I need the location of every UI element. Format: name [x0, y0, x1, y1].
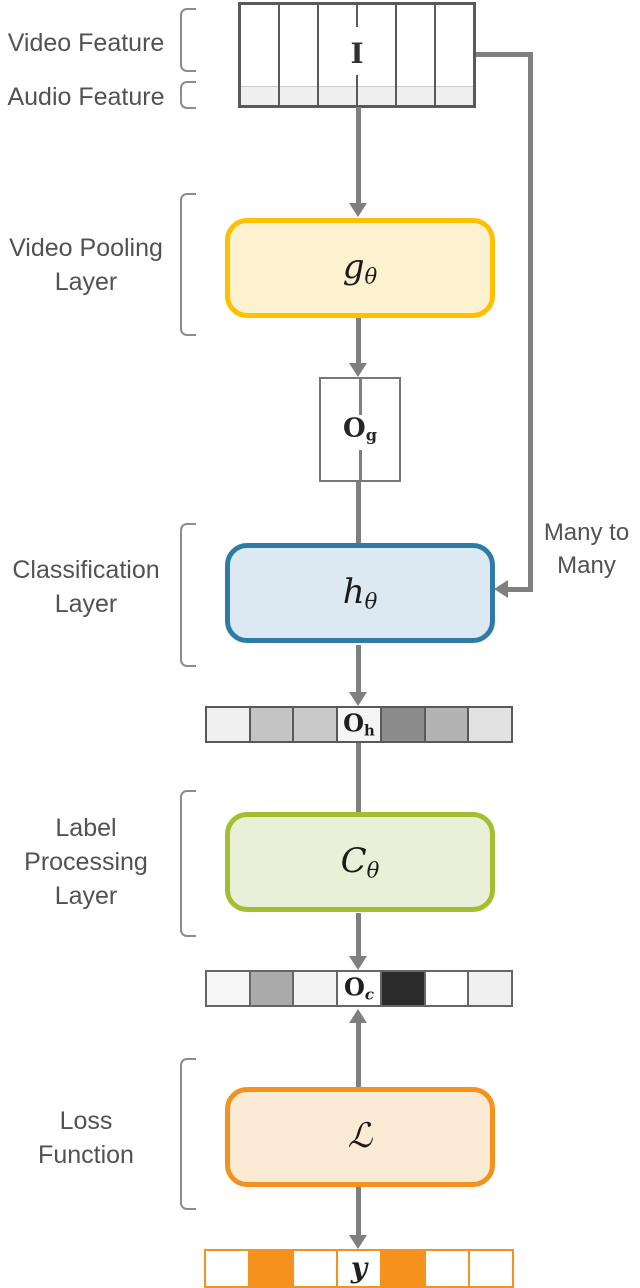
- many-to-many-label: Many to Many: [543, 519, 630, 579]
- video-pooling-box-label: gθ: [342, 247, 378, 289]
- skip-connection-top-segment: [476, 52, 533, 57]
- oc-strip-cell-3: [294, 972, 339, 1005]
- arrow-loss-to-y-line: [356, 1187, 361, 1235]
- video-feature-label: Video Feature: [7, 29, 165, 57]
- y-strip-label: y: [350, 1251, 368, 1285]
- arrow-loss-to-oc-line: [356, 1023, 361, 1088]
- oh-strip-label: Oh: [343, 708, 375, 740]
- y-strip-cell-6: [426, 1251, 470, 1286]
- pooling-output-box: Og: [319, 377, 401, 482]
- oc-strip-cell-6: [425, 972, 470, 1005]
- audio-feature-bracket: [180, 81, 196, 109]
- oc-strip-cell-1: [207, 972, 251, 1005]
- grid-middle-divider-bottom: [355, 75, 359, 105]
- oc-strip: [205, 970, 513, 1007]
- arrow-pooling-to-og-head-icon: [349, 363, 367, 377]
- skip-connection-vertical-segment: [528, 52, 533, 592]
- oc-strip-cell-2: [250, 972, 295, 1005]
- skip-connection-bottom-segment: [506, 587, 533, 592]
- loss-function-bracket: [180, 1058, 196, 1210]
- line-og-to-classification: [356, 482, 361, 544]
- skip-connection-arrowhead-icon: [494, 580, 508, 598]
- input-grid-column-2: [280, 5, 319, 105]
- oc-strip-label: Oc: [344, 972, 374, 1004]
- label-processing-layer-label: Label Processing Layer: [24, 814, 148, 910]
- oh-strip-cell-3: [294, 708, 339, 741]
- y-strip: [204, 1249, 514, 1288]
- arrow-classification-to-oh-head-icon: [349, 692, 367, 706]
- audio-feature-label: Audio Feature: [7, 83, 165, 111]
- classification-layer-label: Classification Layer: [12, 556, 160, 618]
- input-grid-column-4: [358, 5, 397, 105]
- oh-strip-cell-6: [425, 708, 470, 741]
- pooling-output-label: Og: [343, 412, 377, 444]
- input-tensor-label: I: [350, 37, 364, 70]
- input-feature-grid: I: [238, 2, 476, 108]
- classification-bracket: [180, 523, 196, 667]
- grid-middle-divider-top: [355, 5, 359, 27]
- label-processing-bracket: [180, 790, 196, 937]
- oc-strip-cell-5: [381, 972, 426, 1005]
- y-strip-cell-5: [382, 1251, 426, 1286]
- loss-box: ℒ: [225, 1087, 495, 1187]
- video-pooling-bracket: [180, 193, 196, 336]
- y-strip-cell-4: [338, 1251, 382, 1286]
- classification-box: hθ: [225, 543, 495, 643]
- loss-function-label: Loss Function: [38, 1107, 134, 1169]
- oc-strip-cell-7: [469, 972, 512, 1005]
- oh-strip-cell-4: [338, 708, 382, 741]
- label-processing-box: Cθ: [225, 812, 495, 912]
- arrow-input-to-pooling-line: [356, 107, 361, 203]
- oc-strip-cell-4: [338, 972, 382, 1005]
- arrow-label-processing-to-oc-line: [356, 913, 361, 956]
- oh-strip-cell-5: [381, 708, 426, 741]
- arrow-loss-to-oc-head-icon: [349, 1009, 367, 1023]
- y-strip-cell-1: [206, 1251, 250, 1286]
- video-pooling-box: gθ: [225, 218, 495, 318]
- y-strip-cell-7: [470, 1251, 512, 1286]
- oh-strip-cell-2: [250, 708, 295, 741]
- loss-box-label: ℒ: [347, 1116, 373, 1157]
- og-inner-line-top: [358, 379, 362, 415]
- classification-box-label: hθ: [342, 572, 378, 614]
- y-strip-cell-2: [250, 1251, 294, 1286]
- arrow-input-to-pooling-head-icon: [349, 203, 367, 217]
- arrow-classification-to-oh-line: [356, 645, 361, 692]
- label-processing-box-label: Cθ: [340, 841, 380, 883]
- video-feature-columns: [241, 5, 473, 105]
- arrow-label-processing-to-oc-head-icon: [349, 956, 367, 970]
- arrow-pooling-to-og-line: [356, 318, 361, 363]
- oh-strip-cell-1: [207, 708, 251, 741]
- video-pooling-layer-label: Video Pooling Layer: [9, 234, 163, 296]
- oh-strip: [205, 706, 513, 743]
- line-oh-to-label-processing: [356, 743, 361, 813]
- arrow-loss-to-y-head-icon: [349, 1235, 367, 1249]
- video-feature-bracket: [180, 8, 196, 72]
- input-grid-column-1: [241, 5, 280, 105]
- y-strip-cell-3: [294, 1251, 338, 1286]
- oh-strip-cell-7: [469, 708, 512, 741]
- og-inner-line-bottom: [358, 450, 362, 480]
- input-grid-column-5: [397, 5, 436, 105]
